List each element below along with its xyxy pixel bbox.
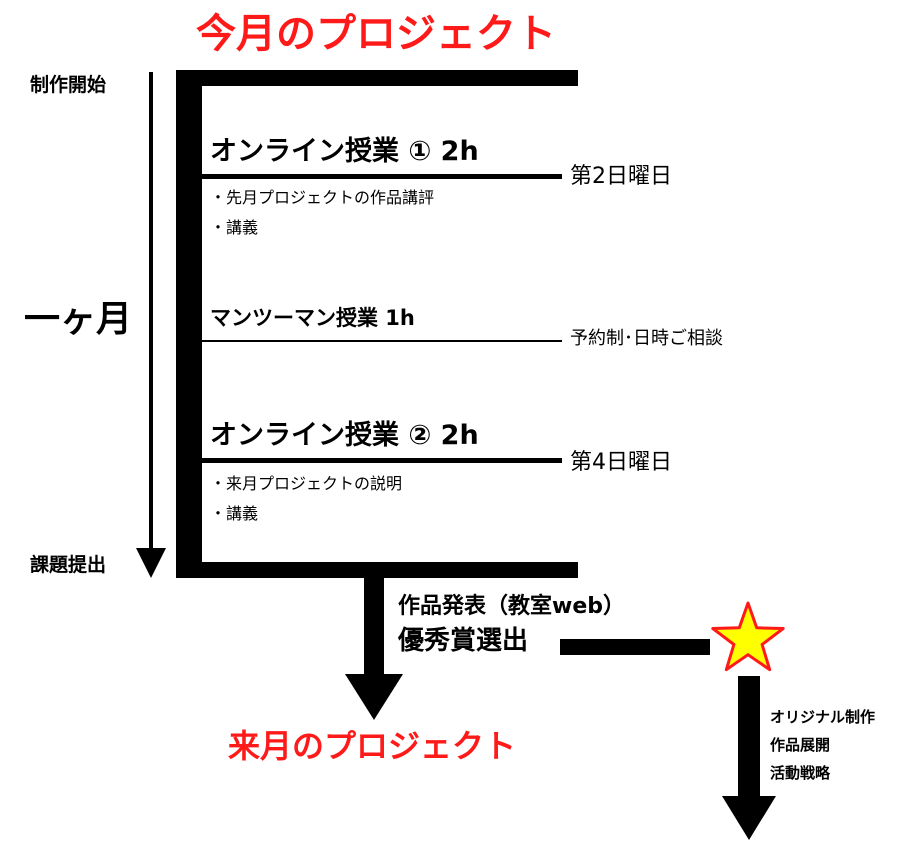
next-month-title: 来月のプロジェクト [228, 727, 517, 765]
duration-label: 一ヶ月 [24, 299, 133, 340]
session-1-schedule: 第2日曜日 [570, 164, 672, 189]
award-arrow-shaft [738, 676, 760, 798]
session-1-divider [202, 174, 562, 179]
session-1-bullet-1: ・先月プロジェクトの作品講評 [210, 188, 435, 207]
bracket-vertical [176, 70, 202, 578]
session-1-title: オンライン授業 ① 2h [210, 136, 479, 167]
timeline-arrow-shaft [149, 72, 153, 550]
session-1-bullet-2: ・講義 [210, 218, 259, 237]
session-2-schedule: 予約制･日時ご相談 [570, 328, 723, 349]
end-label: 課題提出 [30, 554, 107, 576]
session-3-bullet-1: ・来月プロジェクトの説明 [210, 474, 403, 493]
next-month-arrow-shaft [364, 578, 384, 676]
award-item-3: 活動戦略 [770, 764, 831, 782]
session-3-divider [202, 458, 562, 463]
session-2-divider [202, 340, 562, 342]
session-3-bullet-2: ・講義 [210, 504, 259, 523]
award-item-2: 作品展開 [770, 736, 831, 754]
presentation-line-1: 作品発表（教室web） [398, 594, 625, 619]
bracket-top [176, 70, 578, 86]
session-2-title: マンツーマン授業 1h [210, 306, 415, 330]
session-3-schedule: 第4日曜日 [570, 450, 672, 475]
session-3-title: オンライン授業 ② 2h [210, 420, 479, 451]
bracket-bottom [176, 562, 578, 578]
page-title: 今月のプロジェクト [196, 11, 556, 57]
award-connector [560, 639, 710, 655]
award-item-1: オリジナル制作 [770, 708, 876, 726]
presentation-line-2: 優秀賞選出 [398, 626, 529, 656]
start-label: 制作開始 [30, 74, 107, 96]
